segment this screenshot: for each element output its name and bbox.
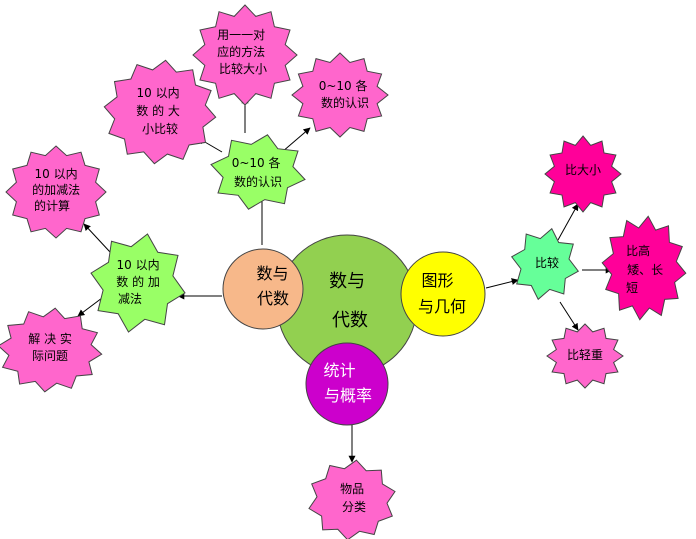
compare-weight-burst bbox=[546, 323, 624, 389]
add-sub-calc-line1: 10 以内 bbox=[35, 167, 78, 181]
geometry-line1: 图形 bbox=[421, 271, 453, 290]
solve-line1: 解 决 实 bbox=[28, 331, 72, 346]
arrow-to-add-sub-calc bbox=[83, 223, 111, 253]
classify-line1: 物品 bbox=[340, 482, 364, 496]
add-sub-within-10-burst bbox=[90, 233, 186, 333]
add-sub-line1: 10 以内 bbox=[117, 258, 160, 272]
svg-text:0~10 各 数的认识: 0~10 各 数的认识 bbox=[232, 155, 285, 189]
svg-text:比高 矮、长 短: 比高 矮、长 短 bbox=[626, 243, 667, 295]
recognize-0-10-burst bbox=[210, 134, 306, 210]
recognize-line2: 数的认识 bbox=[234, 174, 282, 189]
compare-within-line2: 数 的 大 bbox=[136, 103, 180, 118]
add-sub-line2: 数 的 加 bbox=[116, 274, 160, 289]
svg-text:10 以内 的加减法 的计算: 10 以内 的加减法 的计算 bbox=[32, 167, 84, 213]
number-algebra-circle bbox=[222, 248, 304, 330]
arrow-to-compare-size bbox=[557, 203, 579, 241]
svg-text:统计 与概率: 统计 与概率 bbox=[323, 361, 372, 405]
geometry-line2: 与几何 bbox=[418, 297, 466, 316]
compare-size-burst bbox=[544, 135, 622, 213]
add-sub-calc-burst bbox=[5, 145, 107, 239]
svg-text:数与 代数: 数与 代数 bbox=[329, 271, 371, 331]
compare-height-line2: 矮、长 bbox=[627, 263, 663, 277]
recognize-b-line2: 数的认识 bbox=[321, 95, 369, 110]
add-sub-calc-line2: 的加减法 bbox=[32, 182, 80, 197]
add-sub-line3: 减法 bbox=[118, 292, 142, 306]
statistics-circle bbox=[305, 342, 389, 426]
classify-burst bbox=[308, 459, 396, 539]
compare-weight-line1: 比轻重 bbox=[567, 348, 603, 362]
svg-text:比轻重: 比轻重 bbox=[567, 348, 603, 362]
main-line1: 数与 bbox=[329, 271, 365, 292]
svg-text:数与 代数: 数与 代数 bbox=[256, 264, 293, 308]
arrow-to-compare-weight bbox=[559, 301, 579, 331]
one-to-one-line2: 应的方法 bbox=[217, 44, 265, 59]
svg-text:0~10 各 数的认识: 0~10 各 数的认识 bbox=[319, 78, 372, 110]
solve-line2: 际问题 bbox=[32, 349, 68, 363]
recognize-b-line1: 0~10 各 bbox=[319, 78, 368, 93]
compare-burst bbox=[510, 227, 580, 301]
svg-text:图形 与几何: 图形 与几何 bbox=[418, 271, 466, 316]
one-to-one-line1: 用一一对 bbox=[217, 28, 265, 42]
compare-within-line1: 10 以内 bbox=[137, 86, 180, 100]
number-algebra-line1: 数与 bbox=[256, 264, 288, 283]
arrow-to-recognize-b bbox=[281, 127, 311, 153]
compare-height-line3: 短 bbox=[626, 281, 638, 295]
svg-text:用一一对 应的方法 比较大小: 用一一对 应的方法 比较大小 bbox=[217, 28, 269, 76]
compare-size-line1: 比大小 bbox=[565, 163, 601, 177]
svg-text:解 决 实 际问题: 解 决 实 际问题 bbox=[28, 331, 75, 363]
svg-text:物品 分类: 物品 分类 bbox=[340, 482, 368, 514]
statistics-line1: 统计 bbox=[323, 361, 355, 380]
compare-height-line1: 比高 bbox=[626, 243, 650, 258]
svg-text:10 以内 数 的 大 小比较: 10 以内 数 的 大 小比较 bbox=[136, 86, 183, 136]
add-sub-calc-line3: 的计算 bbox=[34, 198, 70, 213]
classify-line2: 分类 bbox=[342, 500, 366, 514]
compare-within-line3: 小比较 bbox=[142, 121, 178, 136]
statistics-line2: 与概率 bbox=[324, 386, 372, 405]
recognize-0-10-b-burst bbox=[291, 52, 389, 138]
svg-text:10 以内 数 的 加 减法: 10 以内 数 的 加 减法 bbox=[116, 258, 163, 306]
svg-text:比较: 比较 bbox=[535, 255, 559, 270]
svg-text:比大小: 比大小 bbox=[565, 163, 601, 177]
arrow-to-compare bbox=[485, 278, 519, 289]
one-to-one-burst bbox=[192, 4, 298, 106]
compare-height-burst bbox=[601, 215, 687, 321]
main-line2: 代数 bbox=[332, 310, 368, 331]
one-to-one-line3: 比较大小 bbox=[219, 61, 267, 76]
solve-problems-burst bbox=[0, 307, 103, 393]
recognize-line1: 0~10 各 bbox=[232, 155, 281, 170]
compare-line1: 比较 bbox=[535, 255, 559, 270]
number-algebra-line2: 代数 bbox=[257, 289, 289, 308]
geometry-circle bbox=[400, 251, 486, 337]
compare-within-10-burst bbox=[103, 59, 217, 165]
